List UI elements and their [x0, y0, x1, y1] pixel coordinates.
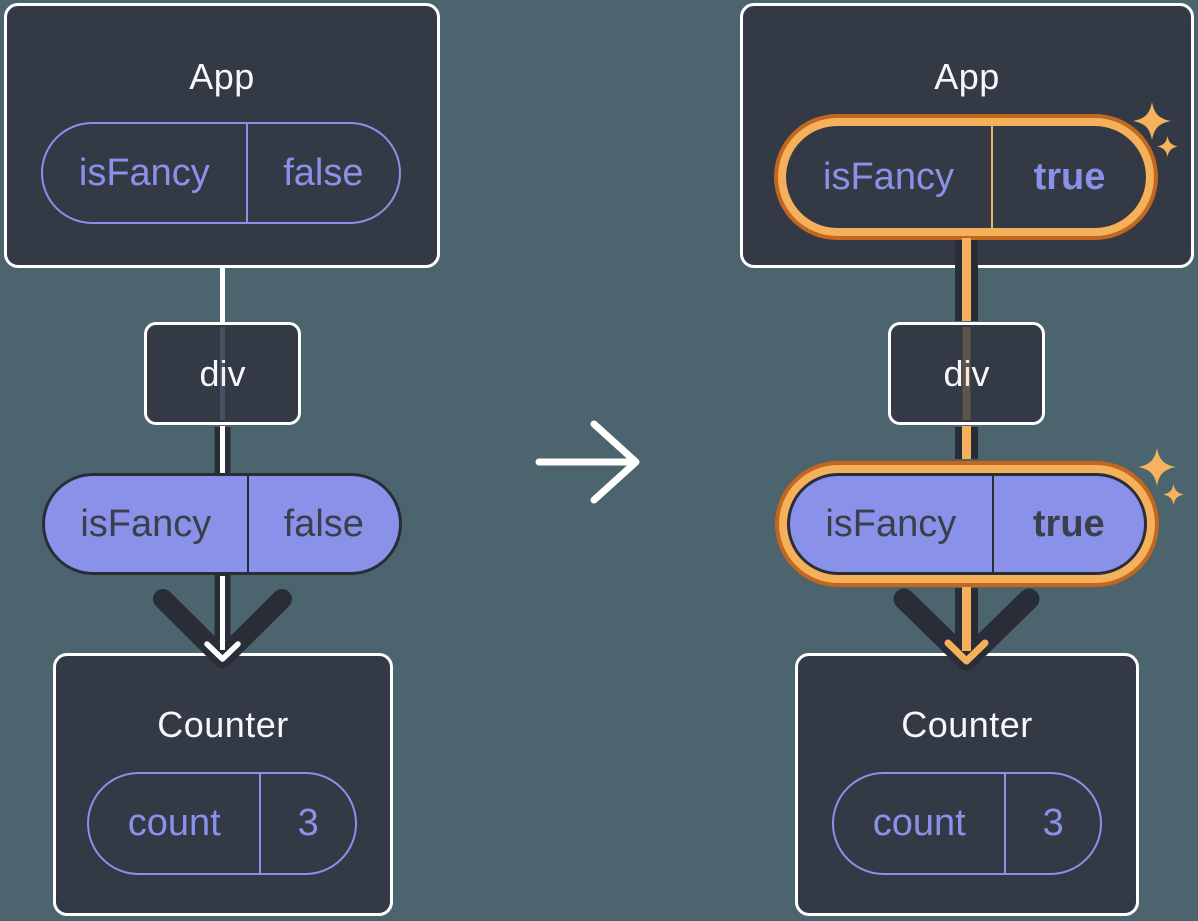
component-title: Counter — [157, 704, 289, 745]
div-card: div — [888, 322, 1045, 425]
prop-value: false — [283, 151, 364, 194]
prop-name: isFancy — [790, 476, 994, 572]
prop-name: isFancy — [45, 476, 249, 572]
down-arrow-tip — [204, 641, 241, 662]
right-arrow-icon — [535, 420, 640, 504]
right-connector — [893, 238, 1040, 671]
element-label: div — [199, 352, 246, 394]
state-pill: count 3 — [832, 772, 1102, 875]
state-name: count — [89, 774, 262, 873]
counter-card: Counter count 3 — [53, 653, 393, 916]
sparkle-icon — [1133, 102, 1171, 140]
state-value: 3 — [1042, 802, 1064, 844]
sparkle-icon — [1138, 448, 1176, 486]
down-arrow-tip — [944, 639, 989, 665]
div-card: div — [144, 322, 301, 425]
prop-name: isFancy — [786, 126, 993, 228]
state-value: 3 — [297, 802, 319, 844]
counter-card: Counter count 3 — [795, 653, 1139, 916]
prop-value: false — [283, 502, 364, 545]
prop-name: isFancy — [43, 124, 248, 222]
prop-value: true — [1032, 502, 1105, 545]
component-title: App — [934, 56, 1000, 97]
prop-pill: isFancy false — [41, 122, 401, 224]
sparkle-icon — [1157, 136, 1178, 157]
passed-prop-pill-highlighted: isFancy true — [787, 473, 1147, 575]
component-title: App — [189, 56, 255, 97]
state-name: count — [834, 774, 1007, 873]
prop-pill-highlighted: isFancy true — [786, 126, 1146, 228]
sparkle-icon — [1163, 484, 1184, 505]
app-card: App isFancy false — [4, 3, 440, 268]
prop-value: true — [1033, 155, 1106, 198]
left-connector — [153, 265, 292, 668]
element-label: div — [891, 325, 1042, 422]
component-title: Counter — [901, 704, 1033, 745]
state-pill: count 3 — [87, 772, 357, 875]
